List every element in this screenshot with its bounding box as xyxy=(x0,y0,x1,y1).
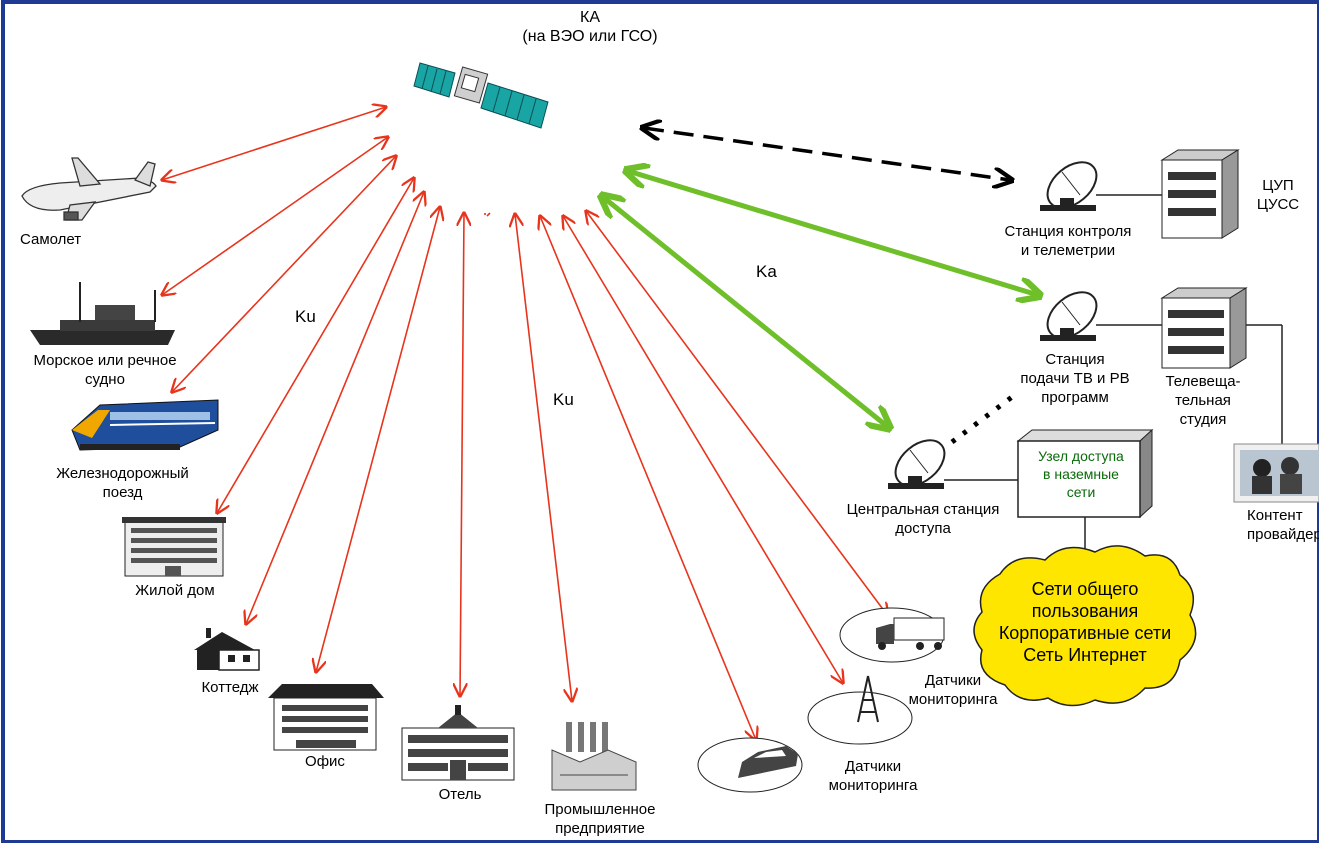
label-industrial-line1: Промышленное xyxy=(544,801,656,818)
label-access-node-line3: сети xyxy=(1066,484,1096,500)
link-train xyxy=(172,156,396,392)
ka-links xyxy=(603,171,1038,427)
satellite-icon xyxy=(413,62,549,129)
cottage-icon xyxy=(194,628,260,671)
band-label-ka: Ka xyxy=(756,262,777,281)
link-residential xyxy=(217,178,414,513)
label-sensors-1-line2: мониторинга xyxy=(908,691,998,708)
link-central-station xyxy=(603,197,888,427)
label-central-station-line1: Центральная станция xyxy=(846,501,1000,518)
label-cottage: Коттедж xyxy=(201,679,259,696)
label-content-provider: Контент провайдер xyxy=(1235,506,1319,544)
train-icon xyxy=(71,399,219,451)
label-networks-line3: Корпоративные сети xyxy=(998,623,1172,643)
label-tv-uplink-line3: программ xyxy=(1041,389,1109,406)
label-sensors-2: Датчики мониторинга xyxy=(818,757,928,795)
label-train-line2: поезд xyxy=(102,484,143,501)
label-tv-uplink-line1: Станция xyxy=(1045,351,1105,368)
label-content-provider-line1: Контент xyxy=(1247,507,1303,524)
label-office: Офис xyxy=(305,753,345,770)
link-truck xyxy=(586,211,888,616)
ship-icon xyxy=(30,282,175,345)
networks-cloud xyxy=(973,545,1197,707)
link-airplane xyxy=(162,107,386,180)
label-tv-studio-line3: студия xyxy=(1179,411,1227,428)
label-networks: Сети общего пользования Корпоративные се… xyxy=(985,578,1185,666)
truck-icon xyxy=(876,617,945,650)
link-industrial xyxy=(515,214,572,701)
office-icon xyxy=(268,684,384,751)
label-networks-line4: Сеть Интернет xyxy=(1023,645,1147,665)
label-train-line1: Железнодорожный xyxy=(56,465,189,482)
factory-icon xyxy=(551,722,637,791)
label-access-node-line2: в наземные xyxy=(1043,466,1119,482)
label-airplane: Самолет xyxy=(20,231,82,248)
label-control-center-line1: ЦУП xyxy=(1262,177,1294,194)
label-access-node-line1: Узел доступа xyxy=(1038,448,1124,464)
link-ku-mid xyxy=(486,212,491,217)
label-control-station: Станция контроля и телеметрии xyxy=(993,222,1143,260)
control-station-dish-icon xyxy=(1040,161,1098,211)
central-station-dish-icon xyxy=(888,439,946,489)
label-access-node: Узел доступа в наземные сети xyxy=(1022,447,1140,501)
label-content-provider-line2: провайдер xyxy=(1247,526,1319,543)
label-control-station-line2: и телеметрии xyxy=(1020,242,1116,259)
link-hotel xyxy=(460,213,464,696)
label-central-station-line2: доступа xyxy=(895,520,951,537)
residential-building-icon xyxy=(122,517,226,577)
label-train: Железнодорожный поезд xyxy=(40,464,205,502)
content-provider-icon xyxy=(1233,443,1319,503)
control-center-building-icon xyxy=(1160,149,1240,239)
hotel-icon xyxy=(401,705,515,781)
label-industrial: Промышленное предприятие xyxy=(540,800,660,838)
link-cottage xyxy=(246,192,424,624)
tv-uplink-dish-icon xyxy=(1040,291,1098,341)
label-ship-line2: судно xyxy=(85,371,125,388)
dotted-link xyxy=(950,395,1014,444)
label-residential: Жилой дом xyxy=(135,582,215,599)
label-central-station: Центральная станция доступа xyxy=(838,500,1008,538)
access-node-box xyxy=(1016,428,1154,519)
label-ship: Морское или речное судно xyxy=(30,351,180,389)
label-control-center: ЦУП ЦУСС xyxy=(1250,176,1306,214)
band-label-ku-mid: Ku xyxy=(553,390,574,409)
label-control-center-line2: ЦУСС xyxy=(1256,196,1300,213)
label-hotel: Отель xyxy=(438,786,482,803)
car-icon xyxy=(738,746,798,778)
satellite-label: КА (на ВЭО или ГСО) xyxy=(440,8,740,46)
label-tv-studio-line1: Телевеща- xyxy=(1165,373,1241,390)
link-ship xyxy=(162,137,388,295)
label-industrial-line2: предприятие xyxy=(555,820,645,837)
label-ship-line1: Морское или речное xyxy=(33,352,177,369)
satellite-label-line2: (на ВЭО или ГСО) xyxy=(522,28,658,45)
label-tv-studio: Телевеща- тельная студия xyxy=(1158,372,1248,429)
sensor-zone-tower xyxy=(807,691,913,745)
label-control-station-line1: Станция контроля xyxy=(1004,223,1132,240)
tv-studio-building-icon xyxy=(1160,287,1248,369)
satellite-label-line1: КА xyxy=(580,9,600,26)
link-control-station xyxy=(644,128,1010,180)
label-tv-uplink: Станция подачи ТВ и РВ программ xyxy=(1010,350,1140,407)
link-tv-uplink xyxy=(628,171,1038,295)
label-sensors-2-line2: мониторинга xyxy=(828,777,918,794)
label-sensors-1-line1: Датчики xyxy=(924,672,982,689)
label-networks-line1: Сети общего xyxy=(1031,579,1139,599)
oil-rig-icon xyxy=(857,675,879,723)
label-networks-line2: пользования xyxy=(1031,601,1139,621)
ku-links xyxy=(162,107,888,740)
link-office xyxy=(316,207,440,672)
label-tv-uplink-line2: подачи ТВ и РВ xyxy=(1020,370,1130,387)
label-sensors-1: Датчики мониторинга xyxy=(898,671,1008,709)
band-label-ku-left: Ku xyxy=(295,307,316,326)
label-tv-studio-line2: тельная xyxy=(1175,392,1231,409)
label-sensors-2-line1: Датчики xyxy=(844,758,902,775)
airplane-icon xyxy=(21,157,157,221)
